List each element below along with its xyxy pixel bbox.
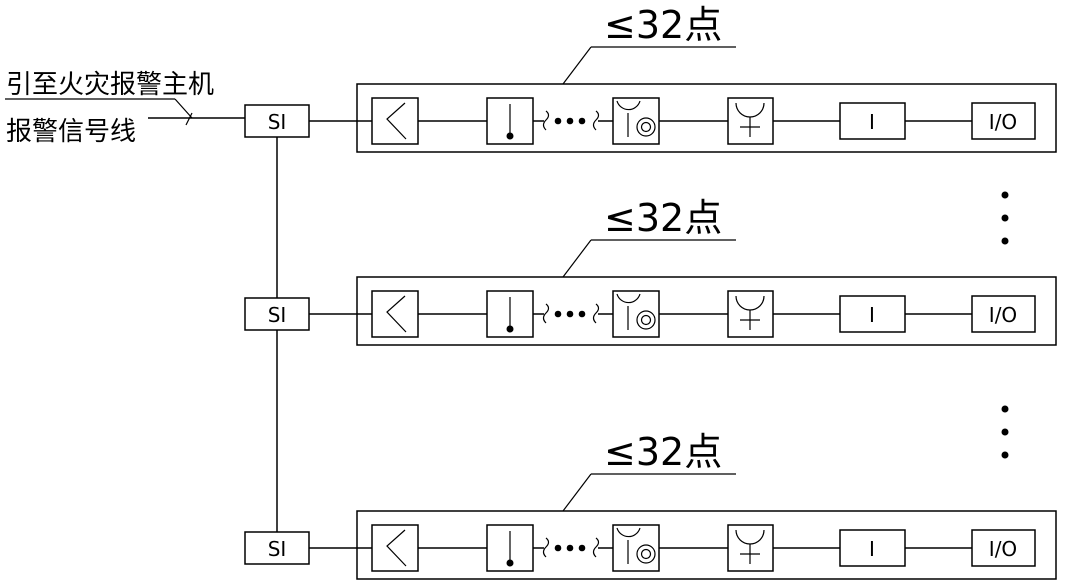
isolator-box: SI xyxy=(244,531,310,565)
loop-frame xyxy=(356,510,1057,580)
input-module: I xyxy=(839,295,906,333)
input-module-label: I xyxy=(869,537,875,561)
loop-frame xyxy=(356,276,1057,346)
smoke-detector-icon xyxy=(371,524,419,572)
more-devices-ellipsis xyxy=(542,110,600,131)
input-module-label: I xyxy=(869,110,875,134)
heat-detector-icon xyxy=(486,290,534,338)
loop-row-3: SI ≤32点 I I/O xyxy=(244,430,1057,580)
loop-row-2: SI ≤32点 I I/O xyxy=(244,196,1057,346)
isolator-label: SI xyxy=(268,537,287,561)
loop-frame xyxy=(356,83,1057,153)
more-devices-ellipsis xyxy=(542,537,600,558)
capacity-leader xyxy=(562,46,592,85)
heat-detector-icon xyxy=(486,524,534,572)
capacity-leader xyxy=(562,473,592,512)
signal-tick xyxy=(185,112,193,126)
continuation-dots-1 xyxy=(1001,191,1009,245)
io-module-label: I/O xyxy=(989,303,1017,327)
loop-row-1: SI ≤32点 I I/O xyxy=(244,3,1057,153)
continuation-dots-2 xyxy=(1001,405,1009,459)
capacity-leader xyxy=(562,239,592,278)
manual-call-point-icon xyxy=(727,97,774,145)
sounder-strobe-icon xyxy=(612,524,660,572)
input-module: I xyxy=(839,529,906,567)
smoke-detector-icon xyxy=(371,290,419,338)
smoke-detector-icon xyxy=(371,97,419,145)
isolator-box: SI xyxy=(244,104,310,138)
isolator-label: SI xyxy=(268,110,287,134)
isolator-box: SI xyxy=(244,297,310,331)
io-module-label: I/O xyxy=(989,537,1017,561)
capacity-label: ≤32点 xyxy=(604,196,722,240)
source-label-line2: 报警信号线 xyxy=(6,117,136,147)
io-module-label: I/O xyxy=(989,110,1017,134)
manual-call-point-icon xyxy=(727,524,774,572)
label-leader xyxy=(174,98,193,119)
more-devices-ellipsis xyxy=(542,303,600,324)
isolator-label: SI xyxy=(268,303,287,327)
manual-call-point-icon xyxy=(727,290,774,338)
input-module: I xyxy=(839,102,906,140)
input-module-label: I xyxy=(869,303,875,327)
source-label-line1: 引至火灾报警主机 xyxy=(6,70,214,100)
io-module: I/O xyxy=(971,529,1036,567)
capacity-label: ≤32点 xyxy=(604,430,722,474)
sounder-strobe-icon xyxy=(612,290,660,338)
io-module: I/O xyxy=(971,102,1036,140)
io-module: I/O xyxy=(971,295,1036,333)
sounder-strobe-icon xyxy=(612,97,660,145)
capacity-label: ≤32点 xyxy=(604,3,722,47)
heat-detector-icon xyxy=(486,97,534,145)
